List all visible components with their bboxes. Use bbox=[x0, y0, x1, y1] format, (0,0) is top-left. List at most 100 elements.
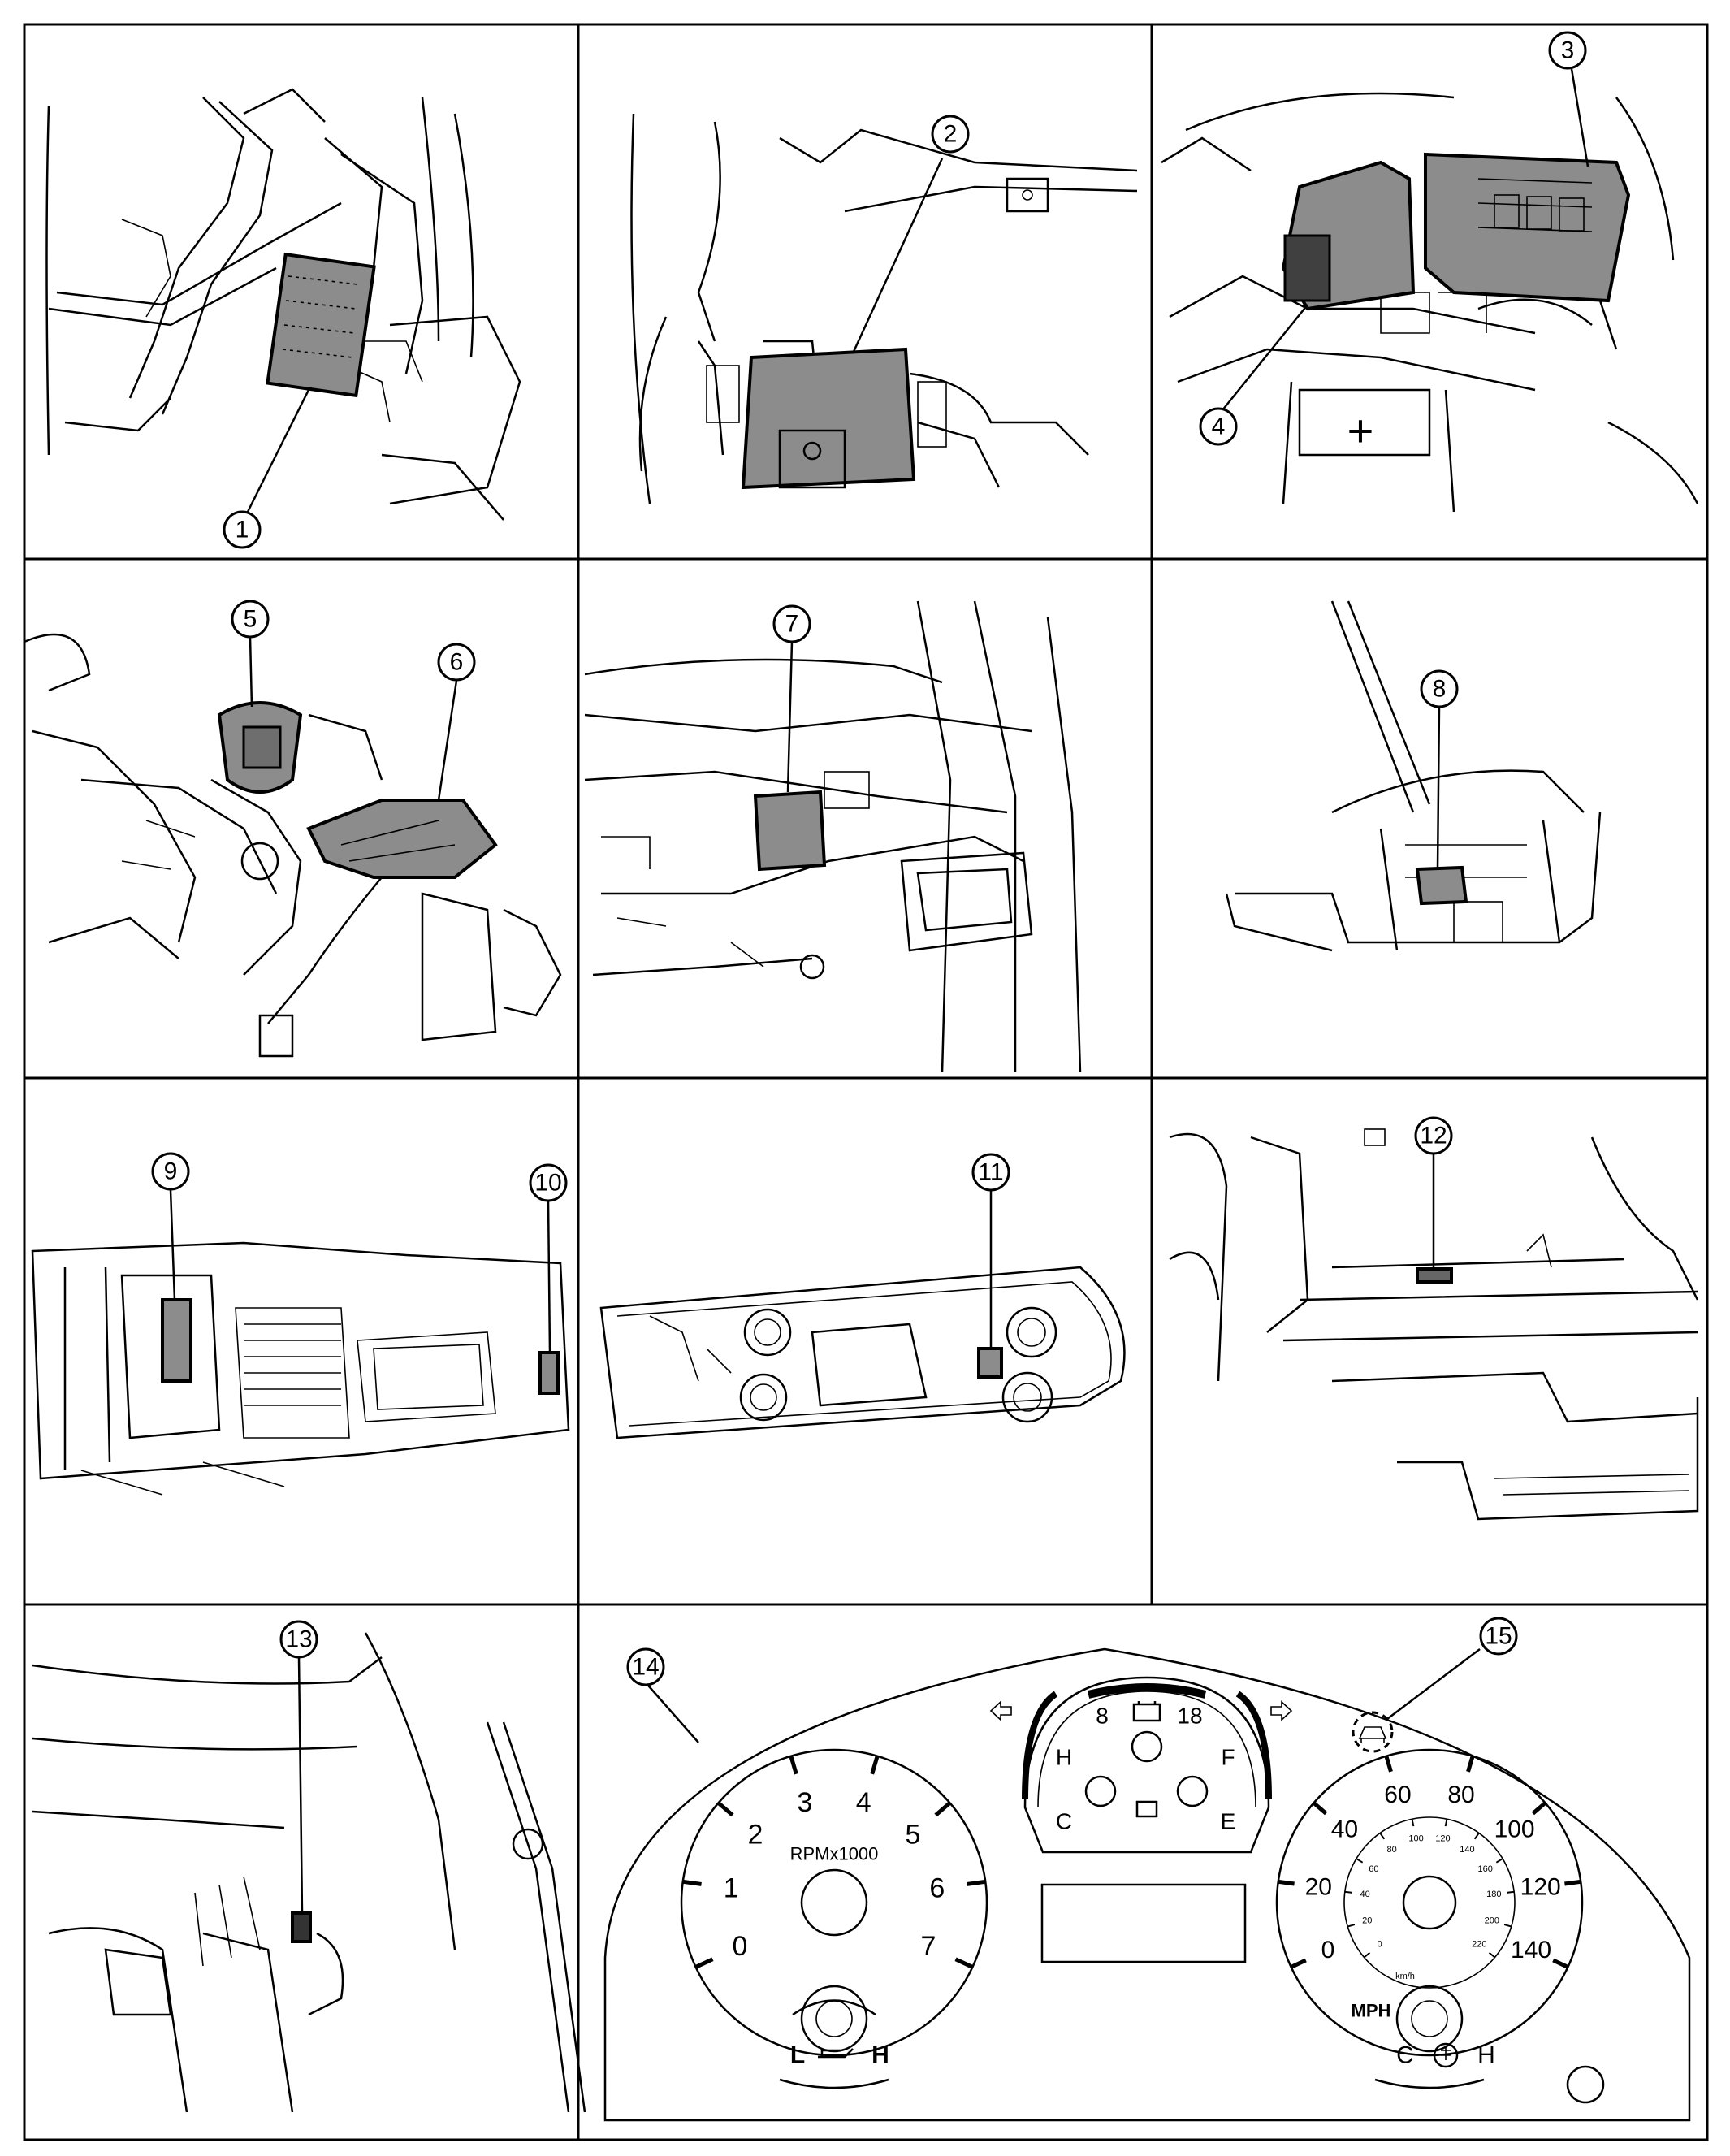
svg-text:5: 5 bbox=[244, 606, 257, 633]
callout-5: 5 bbox=[231, 600, 270, 639]
svg-text:3: 3 bbox=[1561, 37, 1575, 64]
gauge-tick-label: 120 bbox=[1520, 1874, 1561, 1901]
panel-grid bbox=[23, 23, 1709, 2141]
highlighted-module-11 bbox=[977, 1347, 1003, 1379]
svg-text:7: 7 bbox=[785, 611, 799, 638]
svg-text:11: 11 bbox=[978, 1159, 1003, 1186]
gauge-tick-label: 180 bbox=[1486, 1890, 1501, 1899]
highlighted-module-9 bbox=[161, 1298, 192, 1383]
callout-3: 3 bbox=[1548, 31, 1587, 70]
gauge-tick bbox=[682, 1879, 702, 1886]
security-car-icon bbox=[1352, 1648, 1481, 1753]
gauge-tick bbox=[1347, 1924, 1356, 1928]
gauge-tick-label: 7 bbox=[921, 1931, 936, 1962]
gauge-tick-label: 140 bbox=[1460, 1845, 1474, 1855]
gauge-tick bbox=[1384, 1755, 1393, 1773]
gauge-tick bbox=[1495, 1858, 1503, 1864]
kmh-unit: km/h bbox=[1395, 1972, 1415, 1981]
fuel-empty-label: E bbox=[1221, 1809, 1236, 1834]
panel-dash-module-7 bbox=[584, 600, 1082, 1073]
gauge-tick bbox=[1531, 1801, 1547, 1816]
svg-text:13: 13 bbox=[285, 1626, 312, 1653]
gauge-tick-label: 80 bbox=[1386, 1845, 1396, 1855]
gauge-tick-label: 40 bbox=[1331, 1816, 1358, 1842]
gauge-tick bbox=[954, 1957, 974, 1969]
gauge-tick-label: 6 bbox=[929, 1873, 945, 1904]
highlighted-sensor-12 bbox=[1416, 1267, 1453, 1284]
temp-cold-label: C bbox=[1056, 1809, 1072, 1834]
gauge-tick bbox=[1564, 1879, 1581, 1886]
highlighted-lock-actuator-6 bbox=[306, 799, 498, 879]
gauge-tick bbox=[1503, 1924, 1512, 1928]
gauge-tick bbox=[1356, 1858, 1364, 1864]
gauge-tick-label: 1 bbox=[724, 1873, 739, 1904]
gauge-tick-label: 140 bbox=[1511, 1937, 1551, 1963]
gauge-tick bbox=[934, 1801, 952, 1817]
gauge-tick bbox=[789, 1755, 798, 1775]
odometer-display bbox=[1040, 1883, 1247, 1963]
svg-text:8: 8 bbox=[1433, 676, 1447, 703]
trans-cold-label: C bbox=[1396, 2042, 1414, 2069]
svg-text:1: 1 bbox=[236, 517, 249, 543]
oil-low-label: L bbox=[790, 2042, 805, 2069]
callout-11: 11 bbox=[971, 1153, 1010, 1192]
svg-text:15: 15 bbox=[1485, 1623, 1512, 1650]
oil-high-label: H bbox=[871, 2042, 889, 2069]
panel-instrument-panel-9-10 bbox=[31, 1189, 570, 1496]
highlighted-module-1 bbox=[266, 252, 376, 398]
gauge-tick-label: 40 bbox=[1360, 1890, 1370, 1899]
panel-overhead-console-11 bbox=[599, 1190, 1126, 1439]
panel-fuse-block: + bbox=[1161, 68, 1699, 513]
speed-unit: MPH bbox=[1352, 2001, 1391, 2021]
callout-4: 4 bbox=[1199, 407, 1238, 446]
panel-engine-bay-13 bbox=[32, 1632, 586, 2113]
panel-underhood-12 bbox=[1169, 1128, 1699, 1521]
gauge-tick bbox=[1473, 1832, 1480, 1840]
gauge-tick bbox=[1488, 1951, 1496, 1959]
tach-unit: RPMx1000 bbox=[790, 1844, 879, 1864]
gauge-tick bbox=[1290, 1958, 1307, 1969]
gauge-tick bbox=[1379, 1832, 1386, 1840]
highlighted-connector-13 bbox=[291, 1911, 312, 1943]
gauge-tick-label: 60 bbox=[1369, 1864, 1378, 1874]
gauge-tick bbox=[1312, 1801, 1328, 1816]
gauge-tick-label: 60 bbox=[1384, 1782, 1411, 1808]
gauge-tick-label: 0 bbox=[1378, 1939, 1382, 1949]
gauge-tick bbox=[1411, 1819, 1415, 1827]
svg-text:9: 9 bbox=[164, 1158, 178, 1185]
battery-icon bbox=[1132, 1701, 1161, 1722]
svg-text:14: 14 bbox=[632, 1654, 659, 1681]
callout-15: 15 bbox=[1479, 1617, 1518, 1656]
oil-can-icon bbox=[818, 2048, 854, 2059]
gauge-tick bbox=[1363, 1951, 1371, 1959]
gauge-tick-label: 2 bbox=[748, 1820, 763, 1851]
highlighted-module-7 bbox=[753, 790, 827, 872]
gauge-tick-label: 80 bbox=[1447, 1782, 1474, 1808]
gauge-tick bbox=[870, 1755, 880, 1775]
panel-steering-column-module bbox=[45, 88, 521, 521]
panel-control-unit-2 bbox=[630, 113, 1138, 504]
gauge-tick bbox=[1552, 1958, 1569, 1969]
panel-ignition-steering-lock bbox=[24, 633, 562, 1058]
callout-6: 6 bbox=[437, 643, 476, 682]
svg-text:10: 10 bbox=[534, 1170, 561, 1197]
fuel-full-label: F bbox=[1221, 1745, 1235, 1770]
gauge-tick bbox=[1344, 1890, 1352, 1894]
cluster-bezel bbox=[603, 1647, 1691, 2122]
temp-hot-label: H bbox=[1056, 1745, 1072, 1770]
gauge-tick bbox=[1278, 1879, 1295, 1886]
volt-low-label: 8 bbox=[1096, 1704, 1109, 1729]
highlighted-module-10 bbox=[538, 1351, 560, 1395]
transmission-temp-icon bbox=[1433, 2042, 1459, 2068]
callout-7: 7 bbox=[772, 604, 811, 643]
highlighted-module-2 bbox=[741, 347, 916, 490]
gauge-tick-label: 220 bbox=[1472, 1939, 1486, 1949]
callout-12: 12 bbox=[1414, 1116, 1453, 1155]
svg-text:4: 4 bbox=[1212, 413, 1226, 440]
svg-text:6: 6 bbox=[450, 649, 464, 676]
gauge-tick bbox=[716, 1801, 734, 1817]
